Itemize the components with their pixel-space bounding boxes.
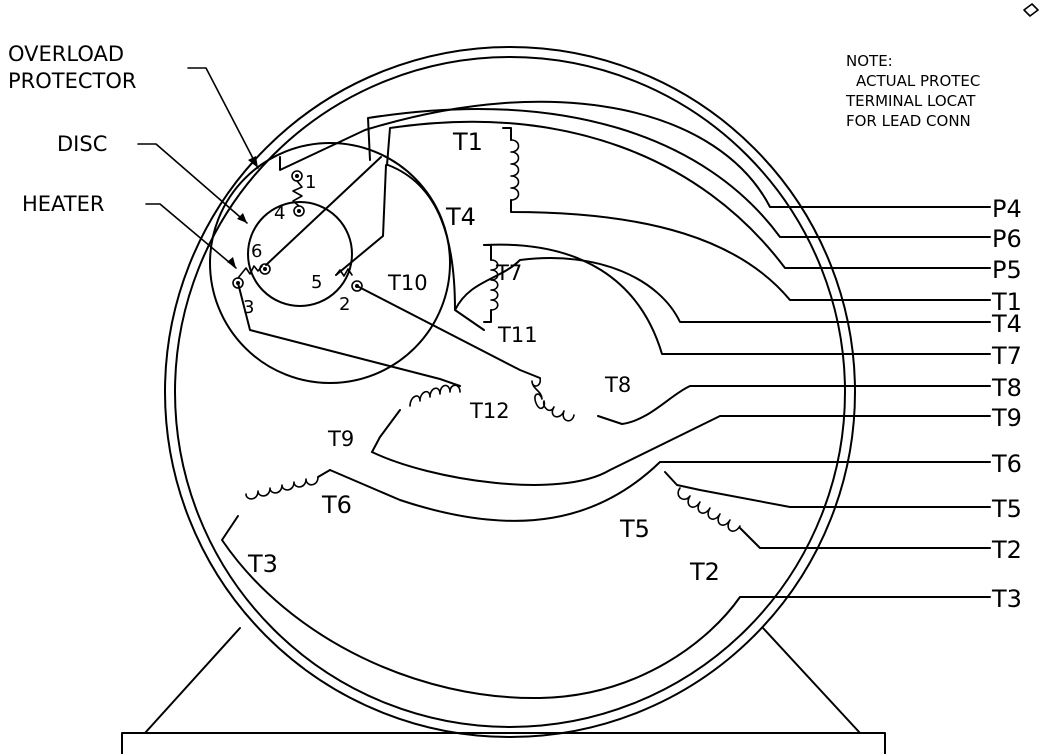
coil-label-t4: T4 (445, 203, 476, 231)
protector-outer-circle (209, 142, 451, 384)
overload-label-line1: OVERLOAD (8, 42, 124, 66)
lead-p6 (367, 108, 991, 238)
lead-label-t3: T3 (991, 585, 1022, 613)
motor-frame-inner (174, 56, 846, 728)
lead-t2 (739, 527, 991, 549)
note-title: NOTE: (846, 52, 893, 70)
coil-label-t7: T7 (495, 261, 522, 285)
t2-coil (677, 487, 741, 532)
disc-arrowhead (237, 213, 247, 223)
lead-label-p4: P4 (992, 195, 1022, 223)
coil-label-t2: T2 (689, 558, 720, 586)
note-line3: FOR LEAD CONN (846, 112, 971, 130)
t1-lead-top (502, 127, 512, 141)
lead-label-t9: T9 (991, 404, 1022, 432)
lead-label-t7: T7 (991, 342, 1022, 370)
lead-label-t2: T2 (991, 536, 1022, 564)
lead-t9 (371, 415, 991, 486)
terminal-1-label: 1 (305, 172, 316, 193)
disc-label: DISC (57, 132, 107, 156)
motor-frame-outer (164, 46, 856, 738)
lead-terminal-3-to-t12 (237, 282, 461, 387)
protector-disc (247, 201, 353, 307)
disc-lead-6 (265, 156, 382, 266)
lead-label-t4: T4 (991, 310, 1022, 338)
lead-t7 (483, 243, 991, 355)
terminal-5-label: 5 (311, 272, 322, 293)
heater-arrowhead (227, 257, 236, 268)
note-line2: TERMINAL LOCAT (845, 92, 976, 110)
t1-coil (510, 139, 520, 201)
t9-lead (371, 409, 401, 453)
lead-p5 (386, 120, 991, 269)
coil-label-t5: T5 (619, 515, 650, 543)
corner-symbol (1023, 3, 1039, 17)
motor-base (121, 627, 886, 754)
lead-t4 (387, 164, 991, 331)
lead-t3 (221, 515, 991, 700)
lead-p4 (279, 100, 991, 208)
t6-lead-top (317, 469, 331, 478)
disc-lead-5 (335, 164, 387, 276)
lead-label-p6: P6 (992, 225, 1022, 253)
coil-label-t12: T12 (469, 399, 510, 423)
lead-label-t8: T8 (991, 374, 1022, 402)
lead-t8 (597, 385, 991, 425)
terminal-4-label: 4 (274, 203, 285, 224)
t8-coil (531, 377, 575, 422)
terminal-2-label: 2 (339, 294, 350, 315)
coil-label-t11: T11 (497, 323, 538, 347)
lead-t1 (510, 199, 991, 301)
heater-label: HEATER (22, 192, 104, 216)
coil-label-t3: T3 (247, 550, 278, 578)
coil-label-t8: T8 (604, 373, 631, 397)
t11-lead (483, 309, 492, 323)
coil-label-t10: T10 (387, 271, 428, 295)
lead-terminal-2-to-t8 (356, 285, 541, 379)
lead-label-p5: P5 (992, 256, 1022, 284)
heater-leader (145, 203, 237, 269)
coil-label-t1: T1 (452, 128, 483, 156)
terminal-6-label: 6 (251, 241, 262, 262)
disc-leader (137, 143, 248, 224)
overload-protector-leader (187, 67, 259, 169)
overload-arrowhead (248, 156, 258, 168)
note-line1: ACTUAL PROTEC (856, 72, 980, 90)
lead-t6 (329, 461, 991, 522)
terminal-3-label: 3 (243, 297, 254, 318)
lead-label-t6: T6 (991, 450, 1022, 478)
t7-lead-top (483, 244, 492, 261)
lead-label-t5: T5 (991, 495, 1022, 523)
t6-coil (245, 476, 319, 500)
lead-t5 (664, 471, 991, 508)
t7-coil (490, 259, 499, 311)
coil-label-t9: T9 (327, 427, 354, 451)
coil-label-t6: T6 (321, 491, 352, 519)
lead-label-t1: T1 (991, 288, 1022, 316)
overload-label-line2: PROTECTOR (8, 69, 137, 93)
t12-coil (409, 384, 461, 407)
